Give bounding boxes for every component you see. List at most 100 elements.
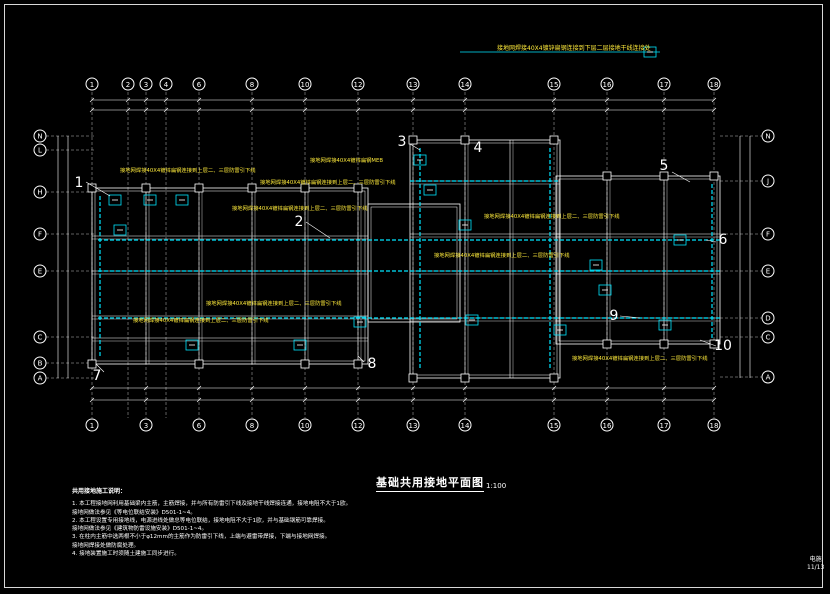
axis-label-left: L: [38, 147, 42, 155]
drawing-title: 基础共用接地平面图: [376, 474, 484, 492]
axis-bubble-top: [85, 77, 99, 91]
dimension-tick: [355, 97, 361, 103]
axis-bubble-right: [761, 370, 775, 384]
dimension-tick: [249, 97, 255, 103]
axis-bubble-bottom: [600, 418, 614, 432]
dimension-tick: [462, 97, 468, 103]
axis-bubble-bottom: [298, 418, 312, 432]
dimension-tick: [661, 107, 667, 113]
axis-label-bottom: 17: [660, 422, 669, 430]
axis-label-right: C: [766, 334, 771, 342]
axis-bubble-top: [406, 77, 420, 91]
grounding-annotation: 接地网焊接40X4镀锌扁钢连接到上层二、三层防雷引下线: [434, 251, 570, 259]
dimension-tick: [163, 107, 169, 113]
grounding-annotation: 接地网焊接40X4镀锌扁钢连接到上层二、三层防雷引下线: [484, 212, 620, 220]
axis-label-bottom: 13: [409, 422, 418, 430]
grounding-terminal: [185, 339, 199, 351]
column: [300, 359, 310, 369]
axis-label-top: 12: [354, 81, 363, 89]
dimension-tick: [604, 107, 610, 113]
notes-heading: 共用接地施工说明：: [72, 488, 127, 495]
grounding-terminal: [423, 184, 437, 196]
axis-bubble-left: [33, 330, 47, 344]
column: [659, 171, 669, 181]
grounding-terminal: [108, 194, 122, 206]
dimension-tick: [462, 397, 468, 403]
callout-number: 4: [474, 140, 483, 156]
column: [659, 339, 669, 349]
column: [460, 135, 470, 145]
callout-leader: [409, 143, 421, 151]
dimension-tick: [410, 397, 416, 403]
grounding-terminal: [553, 324, 567, 336]
dimension-tick: [604, 385, 610, 391]
dimension-tick: [302, 107, 308, 113]
axis-bubble-top: [707, 77, 721, 91]
column: [408, 373, 418, 383]
column: [194, 183, 204, 193]
axis-bubble-right: [761, 311, 775, 325]
axis-bubble-top: [600, 77, 614, 91]
dimension-tick: [89, 107, 95, 113]
callout-number: 10: [714, 338, 732, 354]
axis-label-top: 16: [603, 81, 612, 89]
column: [460, 373, 470, 383]
axis-bubble-top: [245, 77, 259, 91]
dimension-tick: [249, 385, 255, 391]
dimension-tick: [551, 385, 557, 391]
callout-number: 7: [93, 368, 102, 384]
column: [194, 359, 204, 369]
dimension-tick: [249, 397, 255, 403]
axis-label-bottom: 14: [461, 422, 470, 430]
grounding-annotation: 接地网焊接40X4镀锌扁钢连接到上层二、三层防雷引下线: [133, 316, 269, 324]
dimension-tick: [89, 385, 95, 391]
note-line: 1. 本工程接地网利用基础梁内主筋，主筋焊接，并与所有防雷引下线及接地干线焊接连…: [72, 501, 352, 508]
callout-number: 2: [295, 214, 304, 230]
axis-label-right: A: [766, 374, 771, 382]
axis-label-bottom: 1: [90, 422, 94, 430]
wall-outline-inner: [558, 178, 718, 342]
dimension-tick: [143, 397, 149, 403]
callout-leader: [671, 171, 691, 183]
note-line: 2. 本工程设置专用接地线，电源进线处做总等电位联结，接地电阻不大于1欧，并与基…: [72, 517, 329, 524]
axis-bubble-bottom: [547, 418, 561, 432]
callout-leader: [85, 181, 111, 197]
dimension-tick: [125, 97, 131, 103]
axis-bubble-bottom: [245, 418, 259, 432]
column: [141, 183, 151, 193]
axis-label-right: J: [766, 178, 769, 186]
callout-leader: [95, 363, 105, 373]
grounding-terminal: [293, 339, 307, 351]
column: [709, 171, 719, 181]
grounding-terminal: [353, 316, 367, 328]
axis-label-top: 6: [197, 81, 202, 89]
dimension-tick: [143, 385, 149, 391]
callout-leader: [305, 221, 331, 239]
axis-label-bottom: 12: [354, 422, 363, 430]
callout-number: 6: [719, 232, 728, 248]
callout-number: 8: [368, 356, 377, 372]
axis-label-top: 17: [660, 81, 669, 89]
axis-bubble-top: [159, 77, 173, 91]
callout-number: 3: [398, 134, 407, 150]
axis-label-left: C: [38, 334, 43, 342]
axis-label-right: E: [766, 268, 770, 276]
note-line: 接地网做法参见《建筑物防雷设施安装》D501-1~4。: [72, 526, 208, 533]
dimension-tick: [410, 107, 416, 113]
grounding-annotation: 接地网焊接40X4镀锌扁钢连接到上层二、三层防雷引下线: [206, 299, 342, 307]
axis-label-left: A: [38, 375, 43, 383]
axis-label-left: B: [38, 360, 43, 368]
column: [408, 135, 418, 145]
axis-label-left: E: [38, 268, 42, 276]
axis-bubble-top: [547, 77, 561, 91]
axis-bubble-left: [33, 185, 47, 199]
axis-label-top: 13: [409, 81, 418, 89]
drawing-scale: 1:100: [486, 482, 507, 490]
column: [87, 359, 97, 369]
dimension-tick: [196, 385, 202, 391]
axis-bubble-left: [33, 264, 47, 278]
grounding-terminal: [465, 314, 479, 326]
dimension-tick: [551, 97, 557, 103]
wall-outline: [555, 175, 721, 345]
